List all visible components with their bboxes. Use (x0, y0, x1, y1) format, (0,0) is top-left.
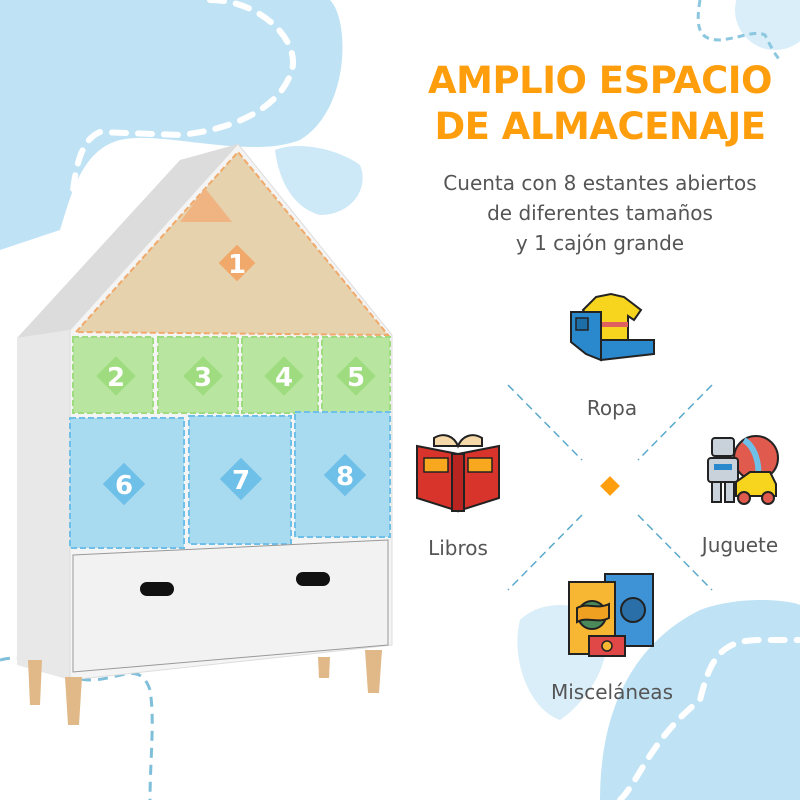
drawer-handle-right (296, 572, 330, 586)
subtitle: Cuenta con 8 estantes abiertos de difere… (400, 168, 800, 258)
category-label-miscelaneas: Misceláneas (550, 680, 673, 704)
compartment-8: 8 (323, 453, 367, 497)
category-label-juguete: Juguete (701, 533, 779, 557)
clothes-icon (570, 292, 655, 362)
svg-text:1: 1 (228, 250, 246, 280)
category-label-libros: Libros (428, 536, 488, 560)
toys-icon (707, 435, 779, 505)
page-title: AMPLIO ESPACIO DE ALMACENAJE (400, 58, 800, 150)
subtitle-line-1: Cuenta con 8 estantes abiertos (443, 171, 757, 195)
svg-text:7: 7 (232, 466, 250, 496)
compartment-4: 4 (264, 356, 304, 396)
drawer (72, 539, 389, 673)
title-line-2: DE ALMACENAJE (434, 105, 766, 148)
bookshelf-illustration: 1 2 3 4 5 6 7 8 (17, 143, 393, 725)
subtitle-line-2: de diferentes tamaños (487, 201, 713, 225)
svg-text:5: 5 (347, 363, 365, 393)
drawer-handle-left (140, 582, 174, 596)
snacks-icon (568, 573, 654, 657)
svg-text:4: 4 (275, 363, 293, 393)
svg-text:3: 3 (194, 363, 212, 393)
compartment-6: 6 (102, 462, 146, 506)
title-line-1: AMPLIO ESPACIO (428, 59, 772, 102)
compartment-7: 7 (219, 457, 263, 501)
svg-text:6: 6 (115, 471, 133, 501)
subtitle-line-3: y 1 cajón grande (515, 231, 685, 255)
compartment-5: 5 (336, 356, 376, 396)
book-icon (416, 434, 500, 513)
category-label-ropa: Ropa (586, 396, 638, 420)
svg-text:2: 2 (107, 363, 125, 393)
compartment-1: 1 (218, 244, 256, 282)
svg-text:8: 8 (336, 462, 354, 492)
compartment-3: 3 (183, 356, 223, 396)
